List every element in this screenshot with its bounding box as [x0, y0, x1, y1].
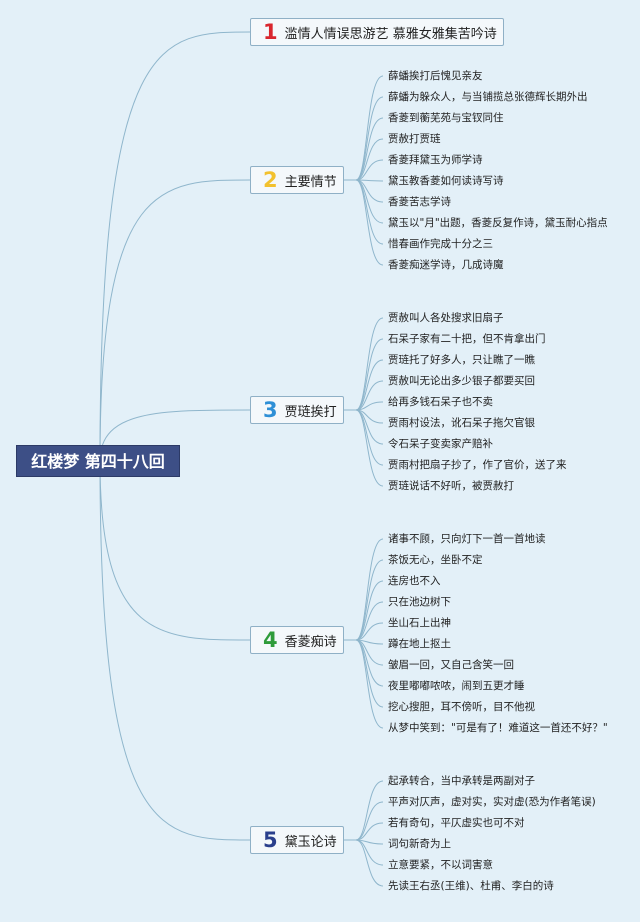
leaf-item[interactable]: 从梦中笑到："可是有了！难道这一首还不好？" — [388, 722, 608, 734]
leaf-item[interactable]: 薛蟠为躲众人，与当铺揽总张德辉长期外出 — [388, 91, 588, 103]
leaf-connector — [355, 839, 384, 887]
branch-number: 1 — [263, 19, 278, 44]
leaf-item[interactable]: 令石呆子变卖家产赔补 — [388, 438, 493, 450]
branch-number: 2 — [263, 167, 278, 192]
leaf-item[interactable]: 黛玉教香菱如何读诗写诗 — [388, 175, 504, 187]
leaf-connector — [355, 380, 384, 411]
branch-number: 3 — [263, 397, 278, 422]
leaf-item[interactable]: 夜里嘟嘟哝哝，闹到五更才睡 — [388, 680, 525, 692]
leaf-item[interactable]: 词句新奇为上 — [388, 838, 451, 850]
leaf-item[interactable]: 诸事不顾，只向灯下一首一首地读 — [388, 533, 546, 545]
leaf-item[interactable]: 茶饭无心，坐卧不定 — [388, 554, 483, 566]
leaf-connector — [355, 138, 384, 181]
leaf-connector — [355, 179, 384, 266]
leaf-item[interactable]: 只在池边树下 — [388, 596, 451, 608]
branch-number: 5 — [263, 827, 278, 852]
leaf-item[interactable]: 贾雨村设法，讹石呆子拖欠官银 — [388, 417, 535, 429]
leaf-item[interactable]: 贾赦叫人各处搜求旧扇子 — [388, 312, 504, 324]
leaf-item[interactable]: 香菱痴迷学诗，几成诗魔 — [388, 259, 504, 271]
branch-label: 主要情节 — [284, 174, 337, 190]
leaf-item[interactable]: 贾赦叫无论出多少银子都要买回 — [388, 375, 535, 387]
leaf-connector — [355, 359, 384, 411]
leaf-item[interactable]: 惜春画作完成十分之三 — [388, 238, 493, 250]
branch-number: 4 — [263, 627, 278, 652]
leaf-item[interactable]: 若有奇句，平仄虚实也可不对 — [388, 817, 525, 829]
leaf-item[interactable]: 蹲在地上抠土 — [388, 638, 451, 650]
leaf-item[interactable]: 先读王右丞(王维)、杜甫、李白的诗 — [388, 880, 554, 892]
branch-label: 贾琏挨打 — [284, 404, 337, 420]
root-connector-5 — [99, 460, 251, 841]
leaf-item[interactable]: 起承转合，当中承转是两副对子 — [388, 775, 535, 787]
leaf-connector — [355, 601, 384, 641]
leaf-item[interactable]: 香菱到蘅芜苑与宝钗同住 — [388, 112, 504, 124]
root-connector-2 — [99, 179, 251, 462]
leaf-item[interactable]: 平声对仄声，虚对实，实对虚(恐为作者笔误) — [388, 796, 596, 808]
leaf-connector — [355, 822, 384, 841]
leaf-connector — [355, 75, 384, 181]
leaf-item[interactable]: 坐山石上出神 — [388, 617, 451, 629]
leaf-item[interactable]: 连房也不入 — [388, 575, 441, 587]
leaf-item[interactable]: 皱眉一回，又自己含笑一回 — [388, 659, 514, 671]
leaf-item[interactable]: 给再多钱石呆子也不卖 — [388, 396, 493, 408]
leaf-item[interactable]: 薛蟠挨打后愧见亲友 — [388, 70, 483, 82]
branch-topic-4[interactable]: 4 香菱痴诗 — [250, 626, 344, 654]
branch-label: 滥情人情误思游艺 慕雅女雅集苦吟诗 — [284, 26, 497, 42]
leaf-item[interactable]: 香菱苦志学诗 — [388, 196, 451, 208]
leaf-item[interactable]: 黛玉以"月"出题，香菱反复作诗，黛玉耐心指点 — [388, 217, 608, 229]
branch-topic-5[interactable]: 5 黛玉论诗 — [250, 826, 344, 854]
leaf-connector — [355, 622, 384, 641]
leaf-connector — [355, 559, 384, 641]
leaf-connector — [355, 780, 384, 841]
leaf-connector — [355, 159, 384, 181]
leaf-connector — [355, 409, 384, 445]
leaf-connector — [355, 538, 384, 641]
leaf-item[interactable]: 挖心搜胆，耳不傍听，目不他视 — [388, 701, 535, 713]
root-topic[interactable]: 红楼梦 第四十八回 — [16, 445, 180, 477]
leaf-connector — [355, 317, 384, 411]
root-connector-1 — [99, 31, 251, 462]
leaf-item[interactable]: 贾雨村把扇子抄了，作了官价，送了来 — [388, 459, 567, 471]
branch-topic-2[interactable]: 2 主要情节 — [250, 166, 344, 194]
leaf-item[interactable]: 贾赦打贾琏 — [388, 133, 441, 145]
leaf-connector — [355, 639, 384, 729]
leaf-item[interactable]: 立意要紧，不以词害意 — [388, 859, 493, 871]
leaf-item[interactable]: 香菱拜黛玉为师学诗 — [388, 154, 483, 166]
root-title: 红楼梦 第四十八回 — [31, 452, 165, 471]
leaf-connector — [355, 639, 384, 687]
root-connector-4 — [99, 460, 251, 641]
leaf-connector — [355, 96, 384, 181]
leaf-item[interactable]: 石呆子家有二十把，但不肯拿出门 — [388, 333, 546, 345]
leaf-item[interactable]: 贾琏托了好多人，只让瞧了一瞧 — [388, 354, 535, 366]
branch-topic-1[interactable]: 1 滥情人情误思游艺 慕雅女雅集苦吟诗 — [250, 18, 504, 46]
branch-topic-3[interactable]: 3 贾琏挨打 — [250, 396, 344, 424]
leaf-connector — [355, 338, 384, 411]
leaf-connector — [355, 409, 384, 487]
branch-label: 香菱痴诗 — [284, 634, 337, 650]
leaf-item[interactable]: 贾琏说话不好听，被贾赦打 — [388, 480, 514, 492]
leaf-connector — [355, 801, 384, 841]
root-connector-3 — [99, 409, 251, 462]
branch-label: 黛玉论诗 — [284, 834, 337, 850]
